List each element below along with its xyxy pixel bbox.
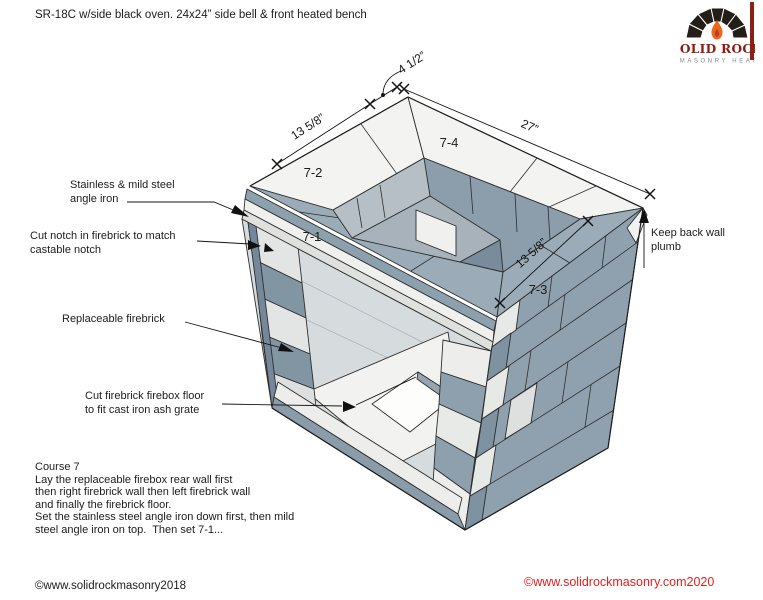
- label-7-2: 7-2: [304, 165, 323, 180]
- notes-line: and finally the firebrick floor.: [35, 498, 172, 511]
- notes-line: Set the stainless steel angle iron down …: [35, 511, 295, 523]
- notes-line: Course 7: [35, 461, 80, 473]
- annotation-replaceable-firebrick: Replaceable firebrick: [62, 312, 165, 326]
- solid-rock-masonry-logo: SOLID ROCK MASONRY HEAT: [679, 7, 755, 65]
- dim-13-58-left: 13 5/8”: [288, 111, 327, 143]
- annotation-line: Cut notch in firebrick to match: [30, 230, 176, 242]
- annotation-line: plumb: [651, 241, 681, 253]
- firebox-interior: [241, 218, 492, 531]
- course-notes: Course 7 Lay the replaceable firebox rea…: [35, 461, 294, 536]
- annotation-keep-plumb: Keep back wall plumb: [651, 226, 725, 254]
- logo-brand-text: SOLID ROCK: [679, 42, 755, 56]
- part-labels: 7-2 7-4 7-1 7-3: [303, 135, 548, 297]
- notes-line: steel angle iron on top. Then set 7-1...: [35, 523, 224, 536]
- notch-mark: [264, 243, 274, 252]
- arrowhead-cut-notch: [248, 240, 261, 250]
- angle-iron: [241, 188, 497, 352]
- label-7-1: 7-1: [303, 229, 322, 244]
- course-top-ring: [249, 96, 644, 318]
- dim-27: 27”: [519, 116, 541, 136]
- annotation-line: Cut firebrick firebox floor: [85, 390, 205, 402]
- annotation-line: castable notch: [30, 244, 101, 256]
- arrowhead-plumb: [639, 209, 649, 223]
- label-7-4: 7-4: [440, 135, 459, 150]
- arrowhead-replaceable: [278, 343, 294, 352]
- annotation-line: Replaceable firebrick: [62, 313, 165, 325]
- page-title: SR-18C w/side black oven. 24x24” side be…: [35, 9, 367, 21]
- stainless-angle-iron: [241, 209, 494, 352]
- right-firebrick-column: [431, 339, 492, 531]
- annotation-line: Keep back wall: [651, 227, 725, 239]
- notes-line: then right firebrick wall then left fire…: [35, 486, 251, 498]
- flame-icon: [711, 20, 723, 40]
- arrowhead-angle-iron: [231, 205, 249, 217]
- annotation-firebox-floor: Cut firebrick firebox floor to fit cast …: [85, 389, 204, 417]
- label-7-3: 7-3: [529, 282, 548, 297]
- notes-line: Lay the replaceable firebox rear wall fi…: [35, 473, 233, 486]
- leader-lines: [127, 201, 645, 407]
- dimension-ticks: [271, 81, 656, 309]
- firebox-opening: [332, 157, 581, 273]
- copyright-2018: ©www.solidrockmasonry2018: [35, 580, 187, 592]
- annotation-angle-iron: Stainless & mild steel angle iron: [70, 178, 175, 206]
- annotation-line: Stainless & mild steel: [70, 179, 175, 191]
- arrowhead-floor: [343, 401, 356, 412]
- dim-4-12: 4 1/2”: [395, 48, 428, 76]
- dimension-lines: [271, 70, 656, 309]
- logo-red-bar: [750, 2, 754, 60]
- logo-tagline-text: MASONRY HEAT: [680, 59, 755, 65]
- copyright-2020: ©www.solidrockmasonry.com2020: [524, 575, 715, 589]
- annotation-line: to fit cast iron ash grate: [85, 404, 200, 416]
- replaceable-firebrick-panel: [415, 209, 457, 257]
- annotation-cut-notch: Cut notch in firebrick to match castable…: [30, 229, 176, 257]
- brick-arch-icon: [685, 7, 749, 39]
- annotation-line: angle iron: [70, 193, 119, 205]
- leader-arrowheads: [231, 205, 649, 412]
